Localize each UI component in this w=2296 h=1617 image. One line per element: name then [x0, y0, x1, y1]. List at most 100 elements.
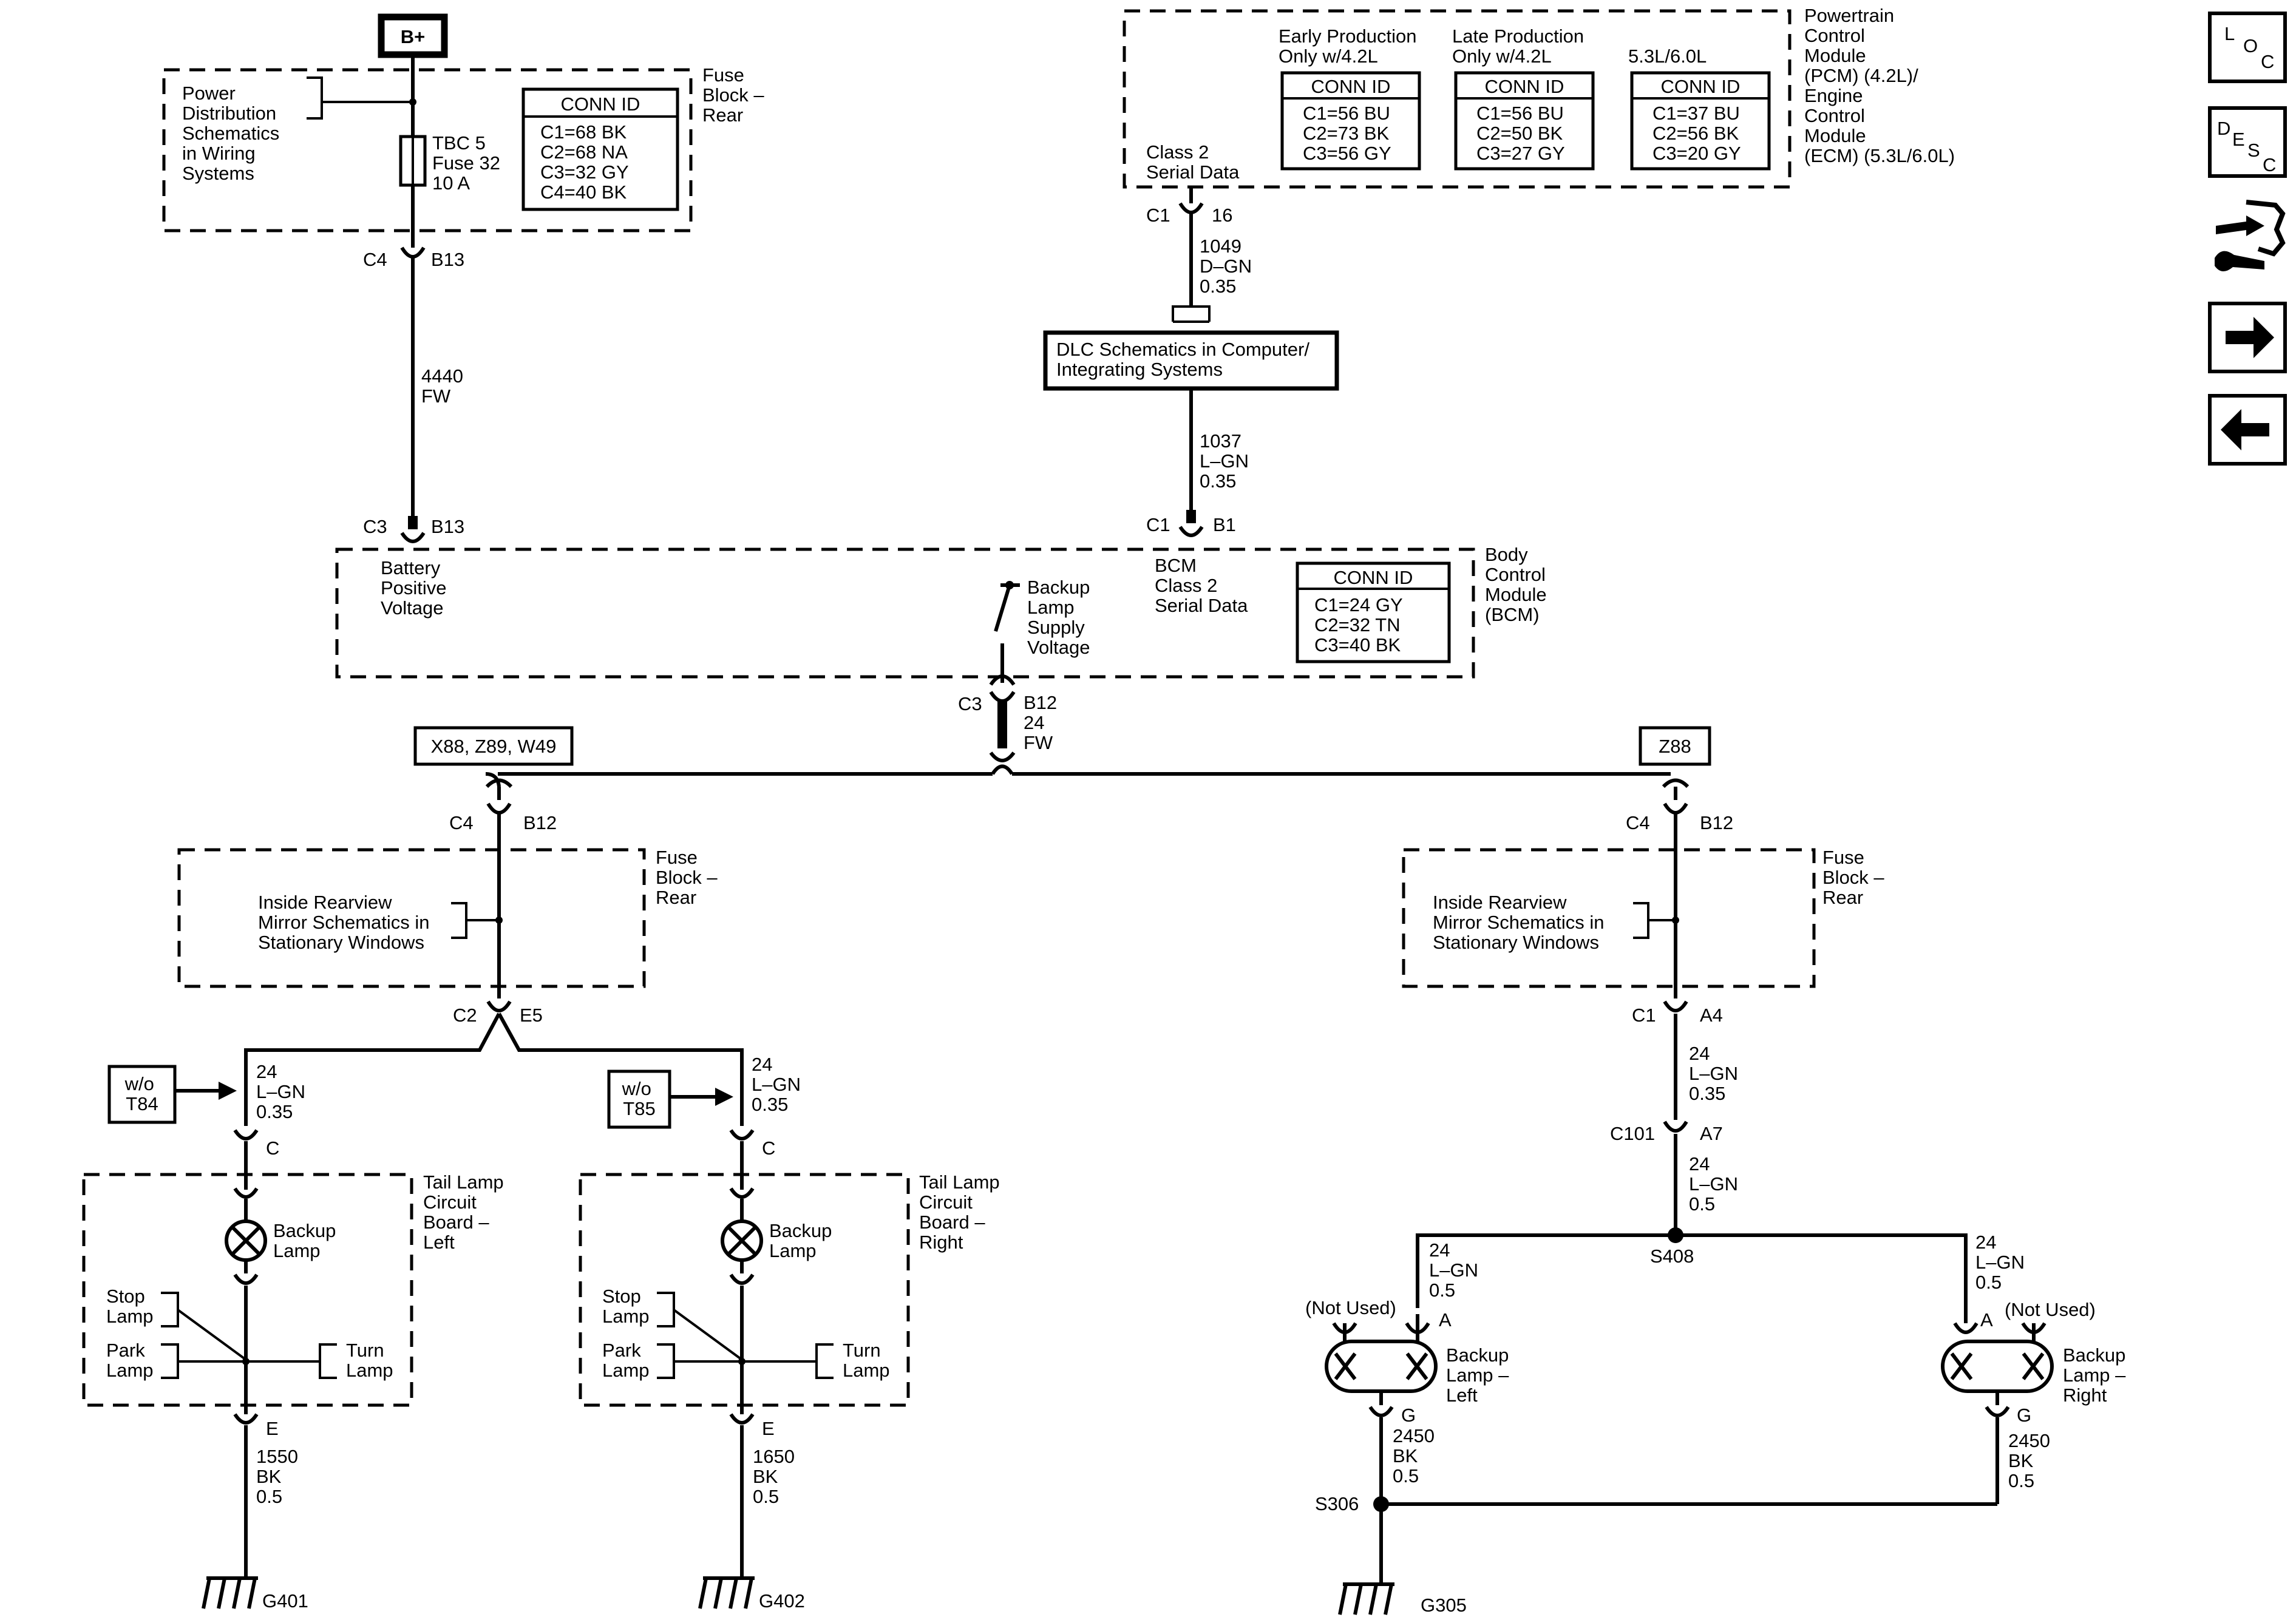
ground-icon-g305: [1338, 1582, 1394, 1615]
svg-text:D: D: [2217, 118, 2230, 139]
wire-1550-label: 1550 BK 0.5: [256, 1446, 304, 1507]
svg-text:24 L–GN 0.5: 24 L–GN 0.5: [1975, 1232, 2030, 1293]
svg-text:A: A: [1980, 1309, 1993, 1331]
wire-1037-label: 1037 L–GN 0.35: [1200, 430, 1254, 492]
svg-text:B12: B12: [1024, 692, 1057, 713]
ground-icon-g401: [202, 1576, 258, 1609]
backup-lamp-right-label: Backup Lamp – Right: [2063, 1344, 2131, 1406]
svg-text:16: 16: [1212, 205, 1232, 226]
pcm-header-late: Late Production Only w/4.2L: [1452, 25, 1589, 67]
tail-lamp-board-right-label: Tail Lamp Circuit Board – Right: [919, 1171, 1005, 1253]
without-t84-label: w/o T84: [124, 1073, 160, 1114]
svg-text:A: A: [1439, 1309, 1452, 1331]
conn-id-table-bcm: [1296, 561, 1451, 663]
svg-text:CONN ID: CONN ID: [1485, 76, 1564, 97]
dlc-box: [1043, 330, 1339, 391]
tail-lamp-board-left-label: Tail Lamp Circuit Board – Left: [423, 1171, 509, 1253]
without-t85-box: [607, 1070, 671, 1129]
svg-text:(Not Used): (Not Used): [1305, 1297, 1396, 1318]
arrow-left-icon: [2221, 409, 2269, 450]
svg-text:C: C: [266, 1137, 279, 1159]
fuse-rating: TBC 5 Fuse 32 10 A: [432, 132, 506, 194]
right-branch: C4 B12 Fuse Block – Rear Inside Rearview…: [1305, 787, 2131, 1616]
mirror-note-left: Inside Rearview Mirror Schematics in Sta…: [258, 892, 435, 953]
ground-icon-g402: [698, 1576, 755, 1609]
connector-c3-label: C3: [363, 516, 387, 537]
svg-text:Backup Lamp: Backup Lamp: [273, 1220, 341, 1261]
svg-text:C1=24 GY C2=32 TN: C1=24 GY C2=32 TN C3=40 BK: [1314, 594, 1408, 656]
connector-tools-icon[interactable]: [2215, 200, 2286, 272]
svg-text:C1: C1: [1146, 514, 1170, 535]
pcm-serial-data: Class 2 Serial Data: [1146, 141, 1240, 183]
option-label-left: X88, Z89, W49: [431, 736, 557, 757]
svg-text:S: S: [2247, 140, 2260, 161]
wire-1650-label: 1650 BK 0.5: [753, 1446, 800, 1507]
svg-text:C1=56 BU C2=73 BK: C1=56 BU C2=73 BK C3=56 GY: [1303, 103, 1396, 164]
svg-text:C3: C3: [958, 693, 982, 714]
b-plus-label: B+: [401, 26, 426, 47]
svg-text:O: O: [2243, 35, 2258, 56]
bcm-battery-voltage: Battery Positive Voltage: [381, 557, 452, 619]
nav-buttons: L O C D E S C: [2208, 12, 2287, 466]
connector-b13-label: B13: [431, 249, 464, 270]
conn-id-table-53: [1630, 71, 1771, 171]
body-control-module: Battery Positive Voltage Backup Lamp Sup…: [335, 544, 1552, 762]
svg-text:24 L–GN 0.5: 24 L–GN 0.5: [1429, 1239, 1484, 1301]
b-plus-box: [378, 13, 448, 58]
svg-text:CONN ID: CONN ID: [1661, 76, 1741, 97]
next-arrow-button[interactable]: [2208, 302, 2287, 373]
svg-text:Backup Lamp: Backup Lamp: [769, 1220, 837, 1261]
svg-text:(Not Used): (Not Used): [2005, 1299, 2096, 1320]
backup-lamp-left-label: Backup Lamp – Left: [1446, 1344, 1514, 1406]
ground-g305-label: G305: [1421, 1595, 1467, 1616]
svg-text:2450 BK 0.5: 2450 BK 0.5: [2008, 1430, 2056, 1491]
ground-g401-label: G401: [262, 1590, 308, 1612]
ground-g402-label: G402: [759, 1590, 805, 1612]
connector-b13-bottom-label: B13: [431, 516, 464, 537]
bcm-serial-data: BCM Class 2 Serial Data: [1155, 555, 1248, 616]
svg-text:2450 BK 0.5: 2450 BK 0.5: [1393, 1425, 1440, 1486]
connector-c4-label: C4: [363, 249, 387, 270]
pcm-side-label: Powertrain Control Module (PCM) (4.2L)/ …: [1804, 5, 1955, 166]
svg-text:CONN ID: CONN ID: [1311, 76, 1391, 97]
conn-id-title: CONN ID: [561, 93, 640, 115]
svg-text:C: C: [762, 1137, 775, 1159]
svg-text:Turn Lamp: Turn Lamp: [346, 1340, 393, 1381]
backup-lamp-left-bulb: [1325, 1340, 1438, 1393]
svg-text:E: E: [762, 1418, 775, 1439]
without-t85-label: w/o T85: [622, 1078, 657, 1119]
fuse-block-right-label: Fuse Block – Rear: [1822, 847, 1889, 908]
tail-lamp-board-right-box: [579, 1173, 910, 1407]
bcm-backup-supply: Backup Lamp Supply Voltage: [1027, 577, 1095, 658]
power-distribution-note: Power Distribution Schematics in Wiring …: [182, 83, 285, 184]
splice-s306-label: S306: [1315, 1493, 1359, 1514]
back-arrow-button[interactable]: [2208, 394, 2287, 466]
conn-id-table-fuse: [521, 87, 679, 211]
svg-text:Park Lamp: Park Lamp: [106, 1340, 154, 1381]
svg-text:C1: C1: [1632, 1005, 1656, 1026]
svg-text:C2: C2: [453, 1005, 477, 1026]
fuse-block-rear-top: B+ Power Distribution Schematics in Wiri…: [162, 13, 764, 543]
fuse-block-left-box: [177, 848, 646, 988]
svg-text:C1=37 BU C2=56 BK: C1=37 BU C2=56 BK C3=20 GY: [1652, 103, 1745, 164]
splice-s408-label: S408: [1650, 1246, 1694, 1267]
svg-text:B1: B1: [1213, 514, 1236, 535]
svg-text:CONN ID: CONN ID: [1334, 567, 1413, 588]
left-branch: C4 B12 Fuse Block – Rear Inside Rearview…: [82, 787, 1005, 1612]
svg-text:E: E: [266, 1418, 279, 1439]
svg-text:E5: E5: [520, 1005, 543, 1026]
mirror-note-right: Inside Rearview Mirror Schematics in Sta…: [1433, 892, 1609, 953]
bcm-side-label: Body Control Module (BCM): [1485, 544, 1552, 625]
wire-24-fw-label: 24 FW: [1024, 712, 1053, 753]
pcm-header-early: Early Production Only w/4.2L: [1279, 25, 1422, 67]
svg-text:B12: B12: [523, 812, 557, 833]
loc-button[interactable]: L O C: [2208, 12, 2287, 83]
svg-text:C4: C4: [449, 812, 474, 833]
dlc-reference: DLC Schematics in Computer/ Integrating …: [1043, 305, 1339, 537]
svg-text:C1=56 BU C2=50 BK: C1=56 BU C2=50 BK C3=27 GY: [1476, 103, 1569, 164]
desc-button[interactable]: D E S C: [2208, 106, 2287, 178]
svg-text:C: C: [2261, 51, 2274, 72]
dlc-label: DLC Schematics in Computer/ Integrating …: [1056, 339, 1315, 380]
svg-text:C1: C1: [1146, 205, 1170, 226]
